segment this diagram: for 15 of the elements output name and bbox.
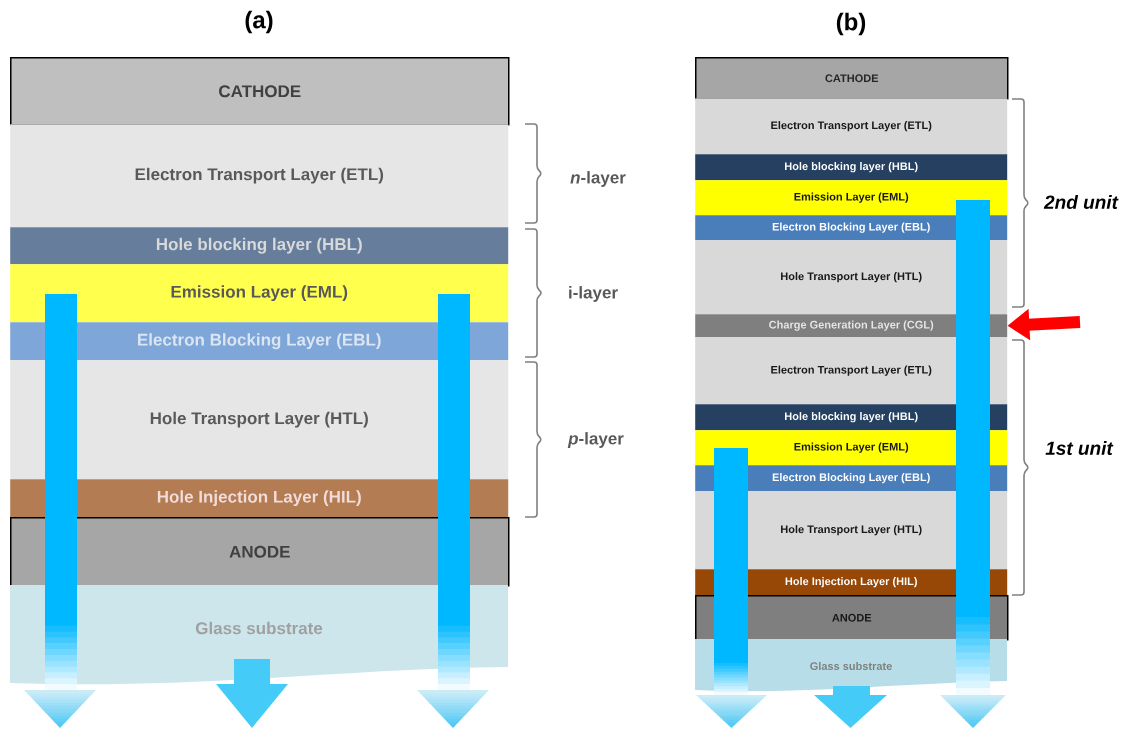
panel-label: (a) bbox=[245, 10, 273, 34]
layer-box: Hole blocking layer (HBL) bbox=[10, 227, 509, 265]
layer-box: Emission Layer (EML) bbox=[10, 264, 509, 323]
bracket-label: 2nd unit bbox=[1043, 195, 1119, 209]
layer-box: Electron Transport Layer (ETL) bbox=[695, 98, 1008, 155]
bracket-label: p-layer bbox=[567, 432, 624, 448]
bracket-label: 1st unit bbox=[1045, 441, 1114, 455]
bracket-label: i-layer bbox=[569, 286, 618, 302]
panel-label: (b) bbox=[836, 12, 866, 36]
layer-box: Hole blocking layer (HBL) bbox=[695, 154, 1008, 181]
layer-box: CATHODE bbox=[10, 57, 510, 126]
layer-box: CATHODE bbox=[695, 57, 1009, 100]
layer-box: Emission Layer (EML) bbox=[695, 180, 1008, 216]
layer-box: Electron Transport Layer (ETL) bbox=[10, 124, 509, 228]
bracket-label: n-layer bbox=[570, 171, 626, 187]
